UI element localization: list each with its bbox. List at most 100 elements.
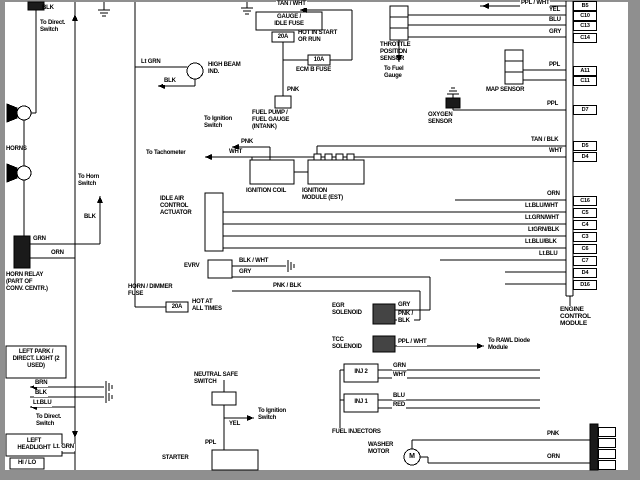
label-to-rawl: To RAWL Diode Module [488, 338, 530, 351]
ecm-pin-c5: C5 [573, 208, 597, 218]
top-left-connector [27, 1, 45, 11]
label-ppl-starter: PPL [204, 440, 218, 447]
ecm-pin-b5: B5 [573, 1, 597, 11]
wire-label-d4: WHT [548, 148, 564, 155]
label-blk-park: BLK [34, 390, 48, 397]
label-motor-m: M [409, 453, 415, 460]
horn-relay-box [13, 235, 31, 269]
hi-lo-box [9, 457, 45, 470]
label-pnk-bottom: PNK [546, 431, 561, 438]
label-hi-lo: HI / LO [18, 460, 36, 466]
ecm-pin-d4b: D4 [573, 268, 597, 278]
label-tan-wht: TAN / WHT [276, 1, 307, 8]
label-fuel-pump: FUEL PUMP / FUEL GAUGE (INTANK) [252, 110, 290, 130]
label-tcc-solenoid: TCC SOLENOID [332, 337, 362, 350]
label-ecm-b-fuse: ECM B FUSE [296, 67, 332, 73]
ecm-pin-c14: C14 [573, 33, 597, 43]
ecm-pin-c11: C11 [573, 76, 597, 86]
label-to-horn-switch: To Horn Switch [78, 174, 100, 187]
bottom-connector-pin [598, 449, 616, 459]
horn-icon [6, 103, 18, 123]
label-hot-in-start: HOT IN START OR RUN [298, 30, 338, 43]
label-oxygen-sensor: OXYGEN SENSOR [428, 112, 453, 125]
inj1-box [343, 393, 379, 413]
label-yel-nss: YEL [228, 421, 242, 428]
label-fuse-10a: 10A [313, 57, 325, 63]
wire-label-d7: PPL [546, 101, 560, 108]
label-washer-motor: WASHER MOTOR [368, 442, 394, 455]
label-high-beam-ind: HIGH BEAM IND. [208, 62, 241, 75]
ecm-pin-c13: C13 [573, 21, 597, 31]
label-orn-bottom: ORN [546, 454, 561, 461]
ignition-module-box [307, 159, 365, 185]
label-lt-grn-headlight: Lt. GRN [52, 444, 75, 451]
label-left-park: LEFT PARK / DIRECT. LIGHT (2 USED) [12, 349, 60, 369]
label-blk-horn: BLK [84, 214, 96, 220]
tcc-solenoid-box [372, 335, 396, 353]
tps-box [389, 5, 409, 41]
washer-motor-circle [403, 448, 421, 466]
label-to-ignition-switch-nss: To Ignition Switch [258, 408, 287, 421]
bottom-connector-pin [598, 460, 616, 470]
label-grn-relay: GRN [32, 236, 47, 243]
ecm-pin-c10: C10 [573, 11, 597, 21]
fuse-20a-gauge-box [271, 31, 295, 43]
inj2-box [343, 363, 379, 383]
ecm-pin-a11: A11 [573, 66, 597, 76]
label-blk-beam: BLK [163, 78, 177, 85]
ecm-pin-c6: C6 [573, 244, 597, 254]
label-egr-solenoid: EGR SOLENOID [332, 303, 362, 316]
label-wht-coil: WHT [228, 149, 244, 156]
label-wht-inj: WHT [392, 372, 408, 379]
label-fuse-20a-gauge: 20A [277, 34, 289, 40]
label-to-ignition-switch-coil: To Ignition Switch [204, 116, 233, 129]
neutral-safe-switch-box [211, 391, 237, 406]
label-blu-inj: BLU [392, 393, 406, 400]
oxygen-sensor-body [445, 97, 461, 109]
fuse-20a-horn-box [165, 301, 189, 313]
ecm-pin-d5: D5 [573, 141, 597, 151]
bottom-connector-bar [589, 423, 599, 471]
label-to-direct-switch-bottom: To Direct. Switch [36, 414, 62, 427]
wire-label-c16: ORN [546, 191, 561, 198]
ecm-pin-d7: D7 [573, 105, 597, 115]
wire-label-a11: PPL [548, 62, 562, 69]
fuse-10a-box [307, 54, 331, 66]
label-neutral-safe-switch: NEUTRAL SAFE SWITCH [194, 372, 238, 385]
wire-label-c14: GRY [548, 29, 563, 36]
label-pnk-blk-egr: PNK / BLK [397, 311, 415, 325]
ecm-pin-c16: C16 [573, 196, 597, 206]
wire-label-c4: Lt.GRN/WHT [524, 215, 560, 222]
label-orn-relay: ORN [50, 250, 65, 257]
label-to-fuel-gauge: To Fuel Gauge [384, 66, 404, 79]
left-park-box [5, 345, 67, 379]
wire-label-c6: Lt.BLU/BLK [524, 239, 558, 246]
wire-label-c10: YEL [548, 7, 562, 14]
label-pnk-coil: PNK [240, 139, 255, 146]
wire-label-c13: BLU [548, 17, 562, 24]
horn-icon [6, 163, 18, 183]
label-grn-inj: GRN [392, 363, 407, 370]
wire-label-c5: Lt.BLU/WHT [524, 203, 559, 210]
label-hot-at-all-times: HOT AT ALL TIMES [192, 299, 222, 312]
label-brn: BRN [34, 380, 49, 387]
ecm-pin-d4: D4 [573, 152, 597, 162]
arrow-markers [29, 2, 490, 439]
ignition-coil-box [249, 159, 295, 185]
label-red-inj: RED [392, 402, 407, 409]
label-starter: STARTER [162, 455, 189, 461]
label-evrv: EVRV [184, 263, 200, 269]
label-horn-dimmer-fuse: HORN / DIMMER FUSE [128, 284, 173, 297]
label-tps: THROTTLE POSITION SENSOR [380, 42, 411, 62]
wire-label-b5: PPL / WHT [520, 0, 551, 7]
label-pnk-pump: PNK [286, 87, 301, 94]
fuel-pump-box [274, 95, 292, 109]
label-gry-evrv: GRY [238, 269, 253, 276]
label-blk-wht-evrv: BLK / WHT [238, 258, 270, 265]
label-lt-grn-beam: Lt GRN [140, 59, 162, 66]
label-lt-blu-park: Lt.BLU [32, 400, 53, 407]
label-inj2: INJ 2 [354, 369, 368, 375]
label-idle-air: IDLE AIR CONTROL ACTUATOR [160, 196, 192, 216]
